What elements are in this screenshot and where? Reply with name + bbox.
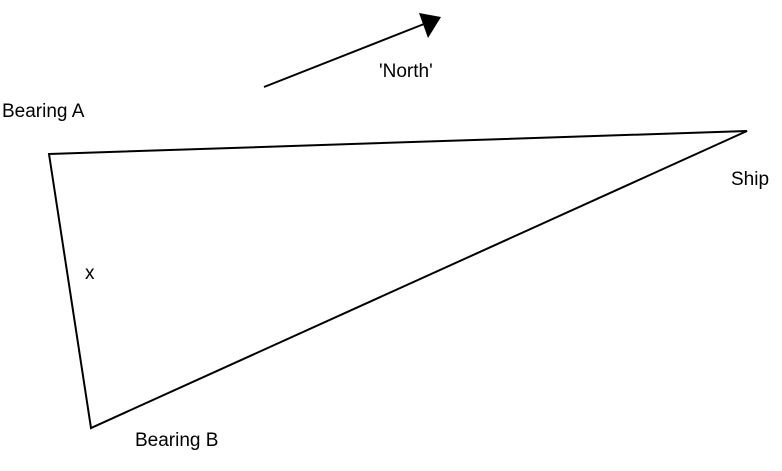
angle-x-label: x	[85, 263, 95, 284]
bearing-b-label: Bearing B	[135, 430, 219, 451]
ship-label: Ship	[731, 169, 770, 190]
bearing-a-label: Bearing A	[2, 101, 85, 122]
north-arrow-head-icon	[419, 13, 441, 38]
north-label: 'North'	[379, 61, 433, 82]
north-arrow-shaft	[263, 23, 425, 88]
bearing-triangle	[47, 130, 748, 430]
